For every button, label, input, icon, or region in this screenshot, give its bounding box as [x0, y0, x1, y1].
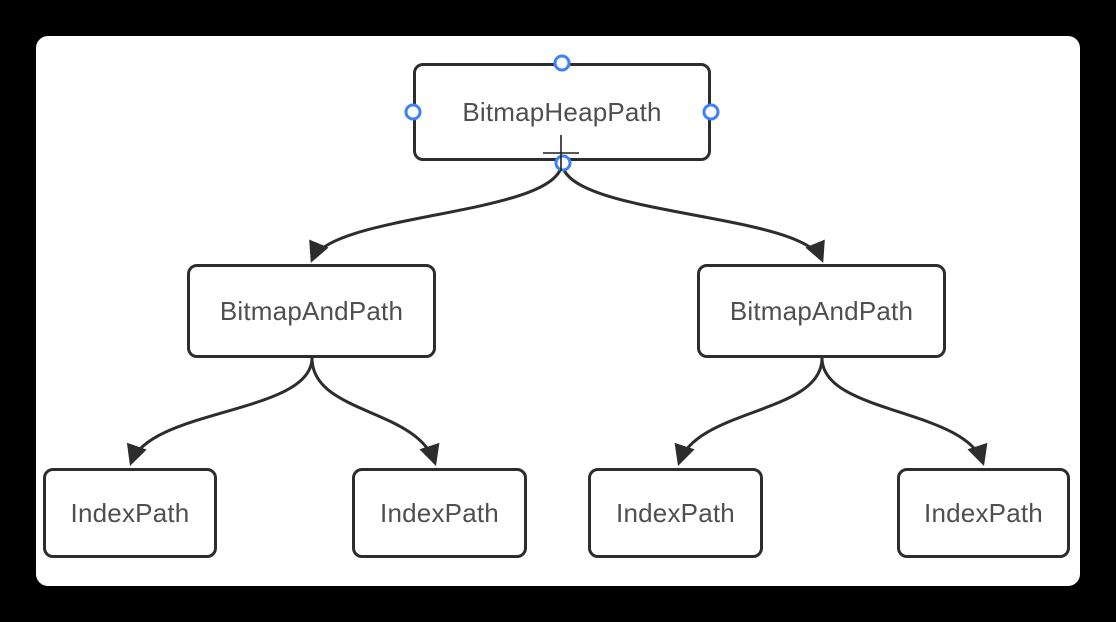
node-index-path-4[interactable]: IndexPath	[897, 468, 1070, 558]
nodes-layer: BitmapHeapPath BitmapAndPath BitmapAndPa…	[36, 36, 1080, 586]
node-bitmap-and-path-left[interactable]: BitmapAndPath	[187, 264, 436, 358]
node-index-path-2[interactable]: IndexPath	[352, 468, 527, 558]
node-bitmap-heap-path[interactable]: BitmapHeapPath	[413, 63, 711, 161]
node-label: IndexPath	[616, 497, 735, 528]
node-index-path-3[interactable]: IndexPath	[588, 468, 763, 558]
node-index-path-1[interactable]: IndexPath	[43, 468, 217, 558]
diagram-canvas[interactable]: BitmapHeapPath BitmapAndPath BitmapAndPa…	[36, 36, 1080, 586]
node-label: IndexPath	[380, 497, 499, 528]
node-label: IndexPath	[70, 497, 190, 528]
node-bitmap-and-path-right[interactable]: BitmapAndPath	[697, 264, 946, 358]
node-label: BitmapAndPath	[219, 295, 404, 326]
node-label: IndexPath	[924, 497, 1043, 528]
node-label: BitmapHeapPath	[462, 96, 662, 127]
node-label: BitmapAndPath	[729, 295, 914, 326]
